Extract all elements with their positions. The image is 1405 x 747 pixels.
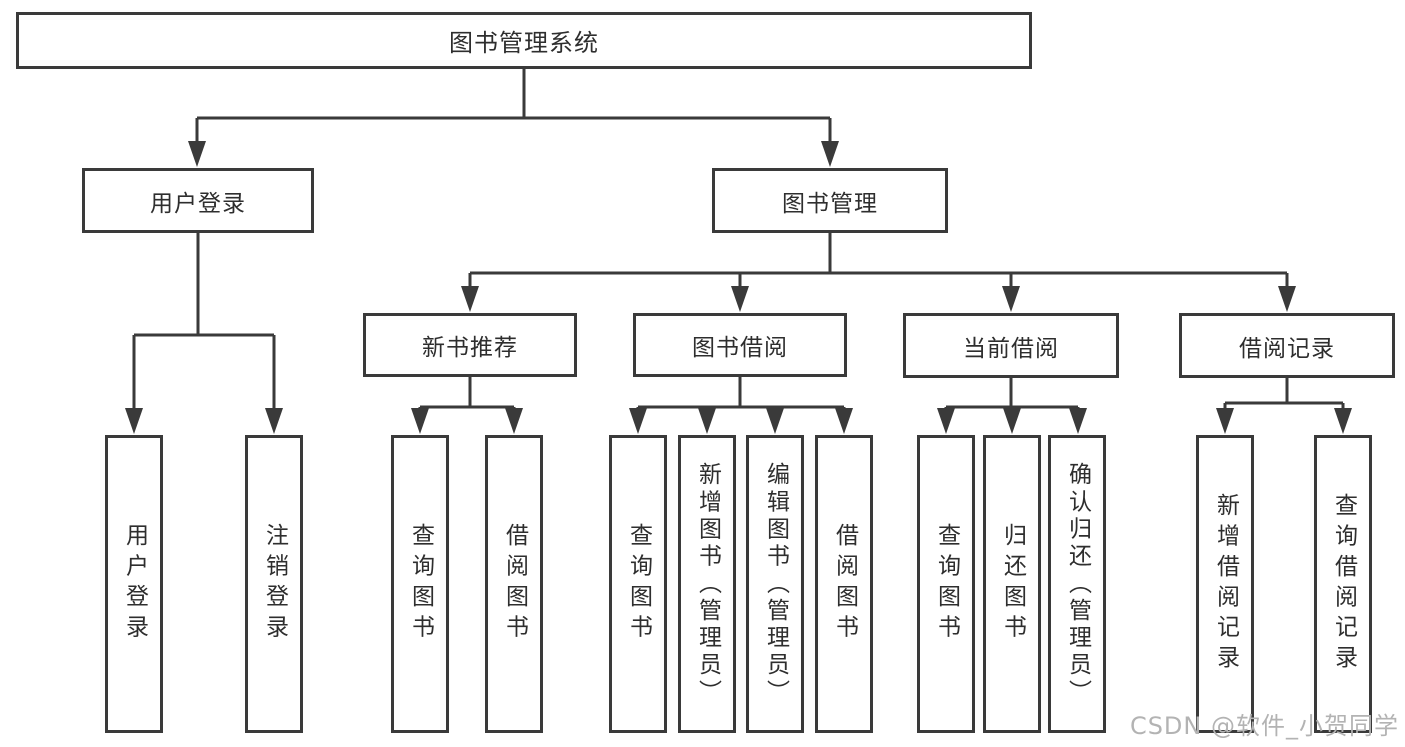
node-book-management-label: 图书管理 [782, 190, 878, 217]
leaf-borrow-books-recommend: 借阅图书 [485, 435, 543, 733]
connector-root [195, 68, 832, 146]
leaf-query-books-recommend: 查询图书 [391, 435, 449, 733]
arrowhead [265, 408, 283, 434]
node-new-book-recommendation-label: 新书推荐 [422, 335, 518, 361]
arrowhead [731, 286, 749, 312]
connector-recommendation [418, 377, 516, 414]
leaf-label: 归还图书 [999, 523, 1026, 645]
leaf-query-borrow-record: 查询借阅记录 [1314, 435, 1372, 733]
node-borrowing-records-label: 借阅记录 [1239, 335, 1335, 362]
leaf-return-books: 归还图书 [983, 435, 1041, 733]
leaf-label: 用户登录 [121, 523, 148, 645]
leaf-query-books-borrow: 查询图书 [609, 435, 667, 733]
node-new-book-recommendation: 新书推荐 [363, 313, 577, 377]
leaf-add-book-admin: 新增图书（管理员） [678, 435, 736, 733]
connector-borrowing [636, 377, 846, 414]
leaf-user-login: 用户登录 [105, 435, 163, 733]
arrowhead [1069, 408, 1087, 434]
arrowhead [1216, 408, 1234, 434]
arrowhead [629, 408, 647, 434]
leaf-label: 新增借阅记录 [1212, 492, 1239, 676]
leaf-label: 新增图书（管理员） [694, 461, 721, 707]
leaf-label: 查询借阅记录 [1330, 492, 1357, 676]
node-current-borrowing: 当前借阅 [903, 313, 1119, 378]
leaf-label: 编辑图书（管理员） [762, 461, 789, 707]
arrowhead [461, 286, 479, 312]
leaf-confirm-return-admin: 确认归还（管理员） [1048, 435, 1106, 733]
arrowhead [1003, 408, 1021, 434]
connector-user-login [132, 233, 276, 412]
node-root: 图书管理系统 [16, 12, 1032, 69]
leaf-edit-book-admin: 编辑图书（管理员） [746, 435, 804, 733]
node-borrowing-records: 借阅记录 [1179, 313, 1395, 378]
leaf-label: 借阅图书 [831, 523, 858, 645]
csdn-watermark: CSDN @软件_小贺同学 [1129, 712, 1399, 740]
arrowhead [1334, 408, 1352, 434]
leaf-query-books-current: 查询图书 [917, 435, 975, 733]
arrowhead [411, 408, 429, 434]
node-book-borrowing: 图书借阅 [633, 313, 847, 377]
arrowhead [698, 408, 716, 434]
node-book-management: 图书管理 [712, 168, 948, 233]
arrowhead [1002, 286, 1020, 312]
leaf-label: 注销登录 [261, 523, 288, 645]
arrowhead [835, 408, 853, 434]
leaf-borrow-books-borrow: 借阅图书 [815, 435, 873, 733]
arrowhead [766, 408, 784, 434]
leaf-logout: 注销登录 [245, 435, 303, 733]
node-user-login: 用户登录 [82, 168, 314, 233]
arrowhead [505, 408, 523, 434]
arrowhead [821, 141, 839, 167]
leaf-label: 借阅图书 [501, 523, 528, 645]
leaf-label: 查询图书 [933, 523, 960, 645]
arrowhead [1278, 286, 1296, 312]
leaf-label: 确认归还（管理员） [1064, 461, 1091, 707]
leaf-label: 查询图书 [625, 523, 652, 645]
leaf-add-borrow-record: 新增借阅记录 [1196, 435, 1254, 733]
connector-records [1223, 377, 1345, 414]
leaf-label: 查询图书 [407, 523, 434, 645]
node-book-borrowing-label: 图书借阅 [692, 335, 788, 361]
arrowhead [937, 408, 955, 434]
node-current-borrowing-label: 当前借阅 [963, 335, 1059, 362]
node-user-login-label: 用户登录 [150, 190, 246, 217]
arrowhead [125, 408, 143, 434]
connector-book-management [468, 233, 1289, 292]
arrowhead [188, 141, 206, 167]
node-root-label: 图书管理系统 [449, 29, 599, 57]
